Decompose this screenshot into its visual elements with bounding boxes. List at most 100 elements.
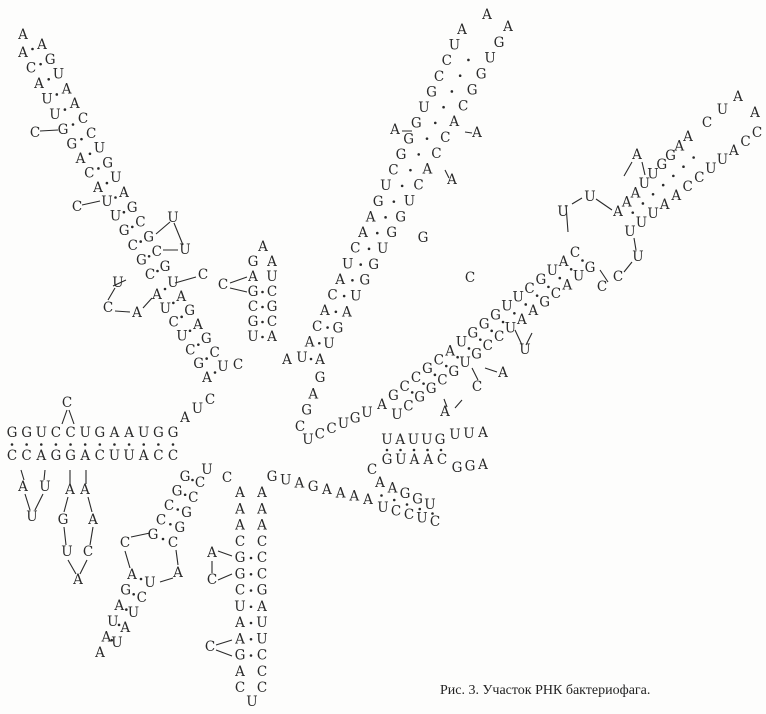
base-pair-dot — [442, 105, 445, 109]
strand-link-2: UCCUGU — [302, 405, 372, 448]
base-pair-dot — [117, 623, 121, 627]
strand-h3-s3: A — [446, 172, 457, 188]
base-pair-dot — [547, 285, 550, 289]
strand-b1-c: C — [62, 395, 72, 411]
base-pair-dot — [490, 329, 493, 333]
base-pair-dot — [172, 301, 175, 305]
strand-h1-s5: U — [112, 275, 123, 291]
base-pair-dot — [10, 443, 14, 446]
base-pair-dot — [375, 231, 379, 235]
base-pair-dot — [139, 577, 143, 581]
base-pair-dot — [125, 608, 128, 611]
base-pair-dot — [191, 478, 194, 482]
base-pair-dot — [114, 196, 117, 199]
base-pair-dot — [157, 443, 160, 446]
base-pair-dot — [418, 507, 422, 511]
base-pair-dot — [456, 355, 459, 359]
strand-h3-s2: A — [471, 125, 482, 141]
base-pair-dot — [249, 556, 253, 560]
strand-b1-s7: A — [87, 512, 98, 528]
base-pair-dot — [682, 165, 685, 168]
strand-link-1: GAGC — [295, 370, 326, 435]
base-pair-dot — [249, 605, 253, 609]
base-pair-dot — [127, 443, 131, 446]
strand-h2-L: GAGCGU — [247, 254, 259, 345]
strand-h4-s4: A — [497, 365, 508, 381]
base-pair-dot — [213, 371, 217, 374]
strand-b1-s9: C — [83, 544, 93, 560]
strand-b1-bot: CCAGGACUUACC — [7, 448, 178, 464]
strand-b1-s6: G — [58, 512, 69, 528]
base-pair-dot — [501, 320, 505, 324]
base-pair-dot — [39, 443, 43, 446]
base-pair-dot — [422, 382, 425, 385]
base-pair-dot — [672, 174, 675, 178]
strand-b4-7: UUA — [449, 425, 488, 443]
strand-h1-s8: C — [198, 267, 208, 283]
base-pair-dot — [161, 537, 165, 541]
base-pair-dot — [334, 310, 338, 314]
strand-b1-s10: A — [72, 572, 83, 588]
base-pair-dot — [249, 572, 253, 576]
base-pair-dot — [180, 315, 183, 319]
strand-h2-s1: C — [218, 277, 228, 293]
strand-h1-s3: U — [167, 210, 178, 226]
base-pair-dot — [692, 156, 695, 159]
base-pair-dot — [249, 621, 253, 625]
base-pair-dot — [54, 443, 58, 446]
base-pair-dot — [467, 58, 470, 62]
base-pair-dot — [183, 493, 187, 497]
strand-h3-s1: A — [389, 122, 400, 138]
base-pair-dot — [439, 448, 443, 452]
base-pair-dot — [261, 320, 264, 324]
base-pair-dot — [47, 78, 50, 81]
base-pair-dot — [142, 443, 146, 446]
strand-b4-4: GUAAC — [382, 452, 448, 468]
strand-b3-s3: C — [205, 639, 215, 655]
base-pair-dot — [467, 347, 471, 350]
base-pair-dot — [479, 338, 482, 341]
strand-h1-apex: A — [17, 27, 28, 43]
strand-b2-s1: C — [120, 535, 130, 551]
base-pair-dot — [132, 593, 135, 596]
strand-b1-s3: U — [26, 509, 37, 525]
base-pair-dot — [169, 522, 172, 526]
base-pair-dot — [444, 364, 448, 368]
strand-h2-s2: A — [281, 352, 292, 368]
base-pair-dot — [188, 329, 192, 333]
base-pair-dot — [426, 448, 429, 452]
base-pair-dot — [261, 335, 264, 339]
base-pair-dot — [410, 391, 414, 394]
base-pair-dot — [88, 152, 92, 156]
base-pair-dot — [205, 357, 208, 360]
base-pair-dot — [69, 443, 72, 446]
base-pair-dot — [513, 311, 516, 315]
strand-b3-R: AAACCCGAUUCCC — [256, 485, 268, 696]
strand-h4-s5: U — [519, 342, 530, 358]
strand-b4-c: C — [367, 462, 377, 478]
strand-b4-5: GGA — [452, 457, 489, 476]
strand-h2-R: AUCGCA — [266, 254, 278, 345]
base-pair-dot — [558, 276, 562, 280]
figure-caption: Рис. 3. Участок РНК бактериофага. — [440, 683, 651, 698]
base-pair-dot — [417, 153, 421, 156]
base-pair-dot — [359, 263, 363, 266]
base-pair-dot — [197, 343, 200, 346]
base-pair-dot — [97, 167, 100, 170]
base-pair-dot — [405, 503, 409, 506]
base-pair-dot — [399, 448, 402, 452]
strand-h3-s4: G — [418, 230, 429, 246]
loop-connector-lines — [20, 129, 646, 657]
base-pair-dot — [139, 240, 142, 243]
base-pair-dot — [425, 137, 429, 140]
base-pair-dot — [400, 184, 404, 188]
strand-h5-U2: CUA — [702, 89, 743, 131]
base-pair-dot — [651, 192, 655, 196]
strand-b2-s2: A — [172, 565, 183, 581]
strand-h5-apex: A — [749, 105, 760, 121]
strand-h1-s6: C — [103, 300, 113, 316]
strand-h1-s1: C — [30, 125, 40, 141]
strand-h4-s7: C — [613, 269, 623, 285]
base-pair-dot — [433, 373, 437, 377]
strand-b1-s1: A — [17, 479, 28, 495]
